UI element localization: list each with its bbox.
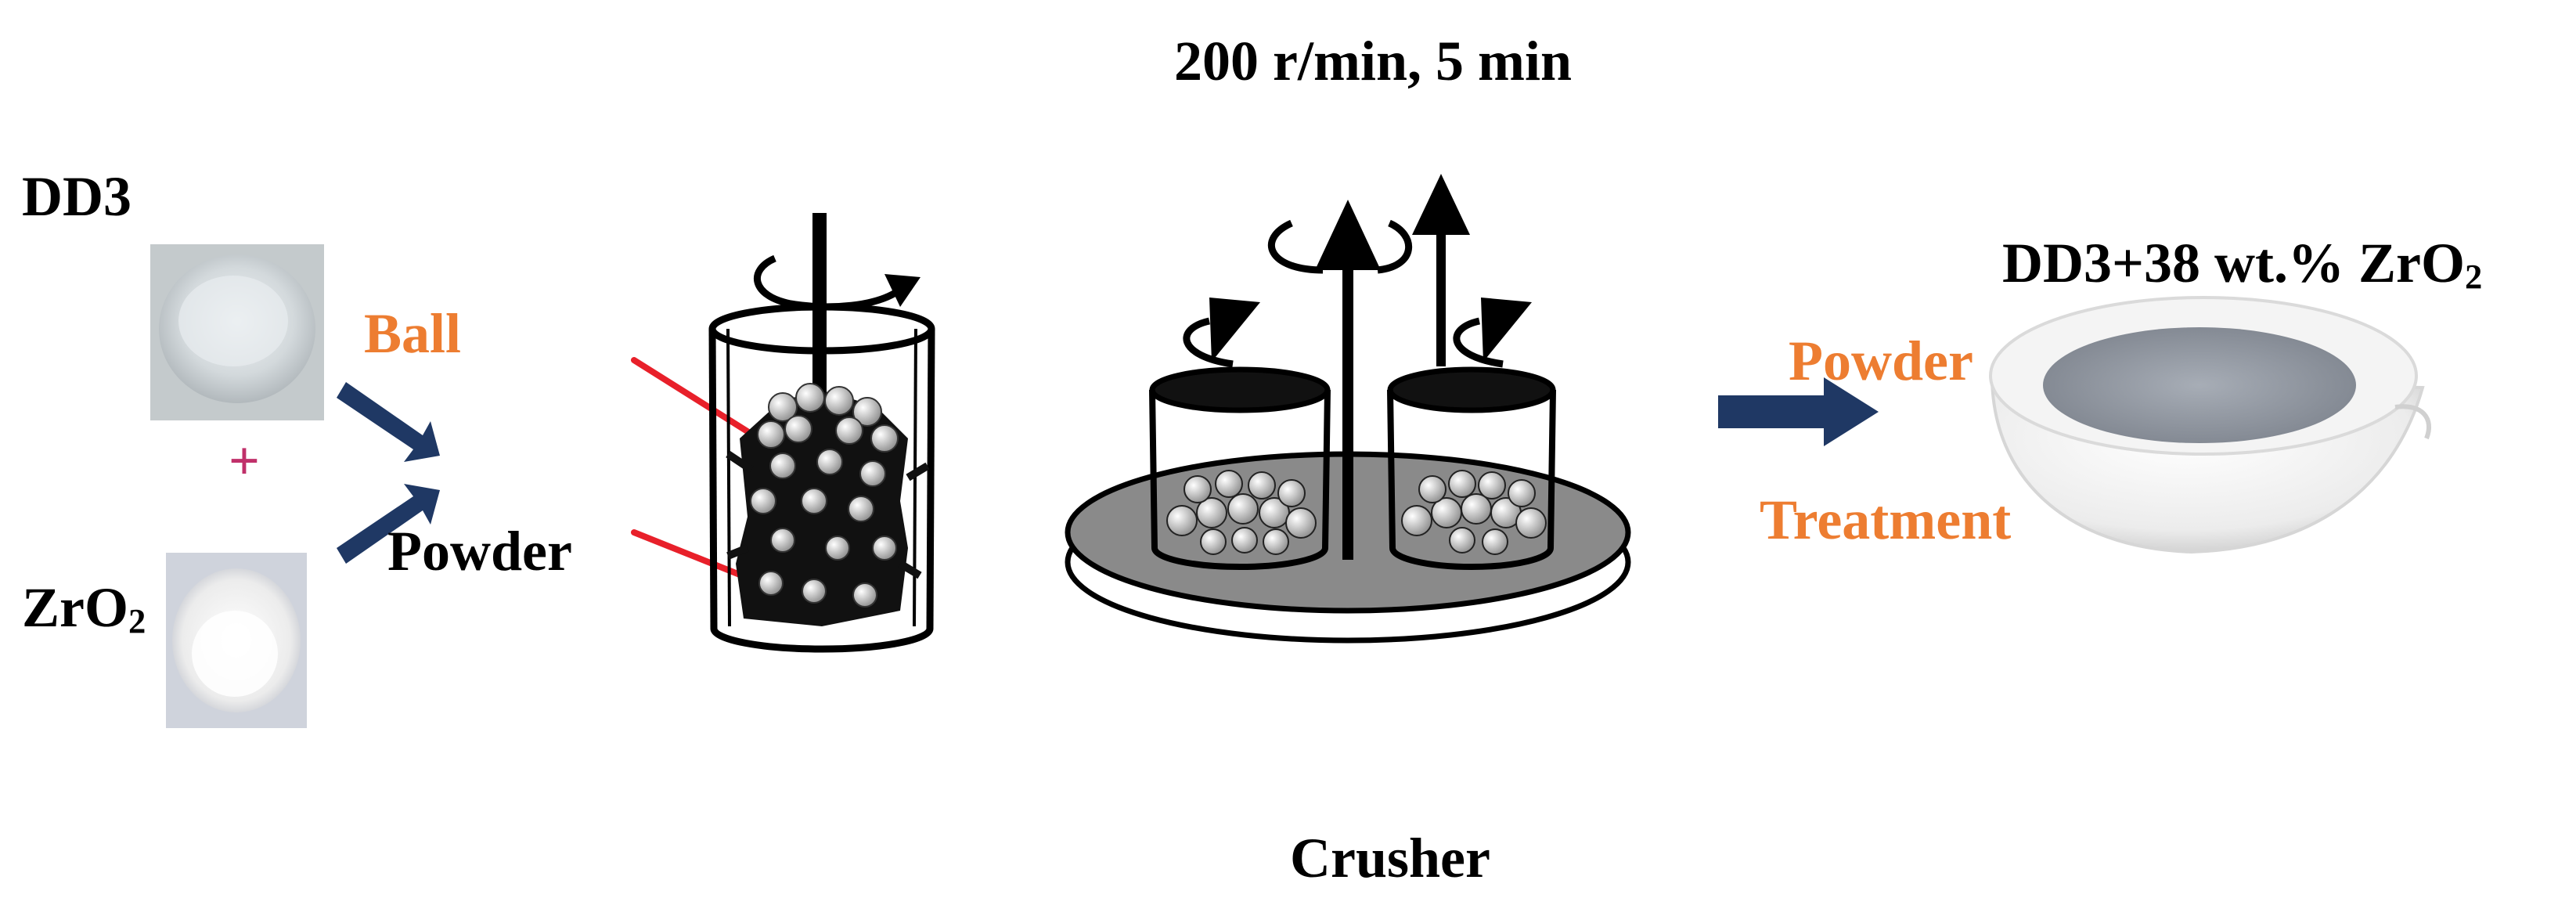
product-label-main: DD3+38 wt.% ZrO [2002, 232, 2465, 294]
powder-treatment-label-2: Treatment [1760, 489, 2012, 551]
arrow-upper [337, 382, 440, 462]
right-vial [1387, 298, 1556, 570]
crusher [1065, 174, 1631, 644]
zro2-label: ZrO2 [22, 579, 146, 639]
powder-label: Powder [387, 520, 572, 582]
arrow-lower [337, 484, 440, 564]
zro2-label-subscript: 2 [128, 601, 146, 641]
speed-label: 200 r/min, 5 min [1174, 30, 1573, 92]
dd3-label: DD3 [22, 165, 132, 228]
product-label-subscript: 2 [2464, 257, 2483, 297]
crusher-label: Crusher [1290, 827, 1490, 889]
center-up-arrow [1315, 200, 1381, 270]
dd3-sample-image [150, 244, 324, 420]
powder-treatment-label-1: Powder [1789, 330, 1973, 392]
plus-sign: + [229, 431, 260, 492]
right-up-arrow [1412, 174, 1470, 235]
zro2-label-main: ZrO [22, 576, 128, 639]
left-vial-rotation-icon [1209, 298, 1260, 362]
treatment-arrow [1718, 377, 1879, 446]
zro2-sample-image [166, 553, 307, 728]
mill-jar [708, 213, 935, 653]
product-label: DD3+38 wt.% ZrO2 [2002, 235, 2482, 294]
ball-label: Ball [364, 302, 462, 365]
grinding-balls [750, 383, 899, 608]
stirrer-rotation-icon [753, 254, 903, 311]
crucible-image [1989, 296, 2432, 554]
merge-arrows [337, 382, 440, 564]
right-vial-rotation-icon [1481, 298, 1532, 362]
left-vial [1149, 298, 1331, 570]
